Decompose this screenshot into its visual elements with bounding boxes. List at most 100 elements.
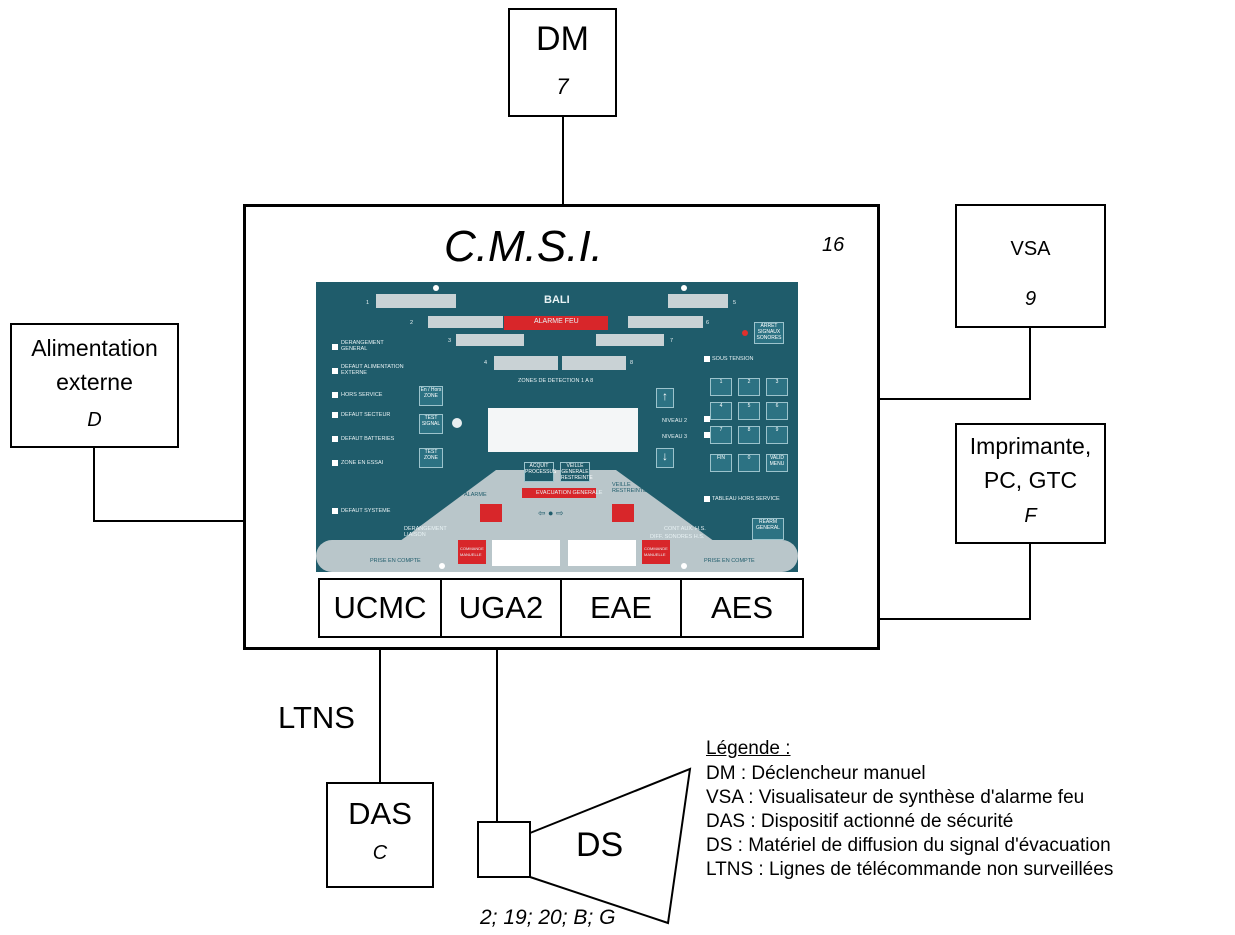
- label-slot-left: [492, 540, 560, 566]
- status-led: [332, 392, 338, 398]
- ds-speaker-icon: [477, 767, 692, 925]
- legend-item-ltns: LTNS : Lignes de télécommande non survei…: [706, 859, 1114, 880]
- imprimante-line1: Imprimante,: [969, 433, 1092, 459]
- status-defaut-alimentation: DEFAUT ALIMENTATION EXTERNE: [341, 364, 404, 376]
- key-fin: FIN: [710, 454, 732, 472]
- enhors-zone-key: En / Hors ZONE: [419, 386, 443, 406]
- imprimante-box: Imprimante, PC, GTC F: [955, 423, 1106, 544]
- key-2: 2: [738, 378, 760, 396]
- zones-detection-label: ZONES DE DETECTION 1 A 8: [518, 378, 594, 384]
- alimentation-ref: D: [87, 409, 102, 431]
- zone-bar-2: [428, 316, 503, 328]
- alarme-feu-indicator: ALARME FEU: [504, 316, 608, 330]
- key-3: 3: [766, 378, 788, 396]
- key-1: 1: [710, 378, 732, 396]
- rearm-key: REARM GENERAL: [752, 518, 784, 540]
- module-aes: AES: [680, 578, 804, 638]
- zone-bar-7: [596, 334, 664, 346]
- niveau2-label: NIVEAU 2: [662, 418, 688, 424]
- evacuation-indicator: EVACUATION GENERALE: [522, 488, 602, 498]
- status-led: [332, 508, 338, 514]
- status-led: [704, 416, 710, 422]
- legend-title: Légende :: [706, 738, 791, 759]
- arret-led: [742, 330, 748, 336]
- zone-num-3: 3: [448, 338, 452, 344]
- dm-ref: 7: [556, 74, 569, 99]
- module-eae: EAE: [560, 578, 682, 638]
- key-0: 0: [738, 454, 760, 472]
- sous-tension-label: SOUS TENSION: [712, 356, 754, 362]
- legend-item-ds: DS : Matériel de diffusion du signal d'é…: [706, 835, 1111, 856]
- arrow-down-key: ↓: [656, 448, 674, 468]
- cont-aux-label: CONT AUX. H.S.: [664, 526, 706, 532]
- evac-icon-left: [480, 504, 502, 522]
- label-slot-right: [568, 540, 636, 566]
- keypad: 1 2 3 4 5 6 7 8 9 FIN 0 VALID MENU: [710, 378, 792, 474]
- legend-item-vsa: VSA : Visualisateur de synthèse d'alarme…: [706, 787, 1085, 808]
- status-led: [704, 496, 710, 502]
- module-uga2: UGA2: [440, 578, 562, 638]
- arret-signaux-key: ARRET SIGNAUX SONORES: [754, 322, 784, 344]
- imprimante-ref: F: [1024, 505, 1037, 527]
- key-5: 5: [738, 402, 760, 420]
- commande-manuelle-right-label: COMMANDE MANUELLE: [644, 546, 668, 557]
- zone-bar-8: [562, 356, 626, 370]
- alarme-feu-label: ALARME FEU: [534, 318, 579, 325]
- status-defaut-systeme: DEFAUT SYSTEME: [341, 508, 391, 514]
- zone-num-5: 5: [733, 300, 737, 306]
- veille-restreinte-label: VEILLE RESTREINTE: [612, 482, 647, 494]
- ds-title: DS: [576, 826, 624, 864]
- zone-bar-5: [668, 294, 728, 308]
- status-zone-en-essai: ZONE EN ESSAI: [341, 460, 384, 466]
- derangement-liaison-label: DERANGEMENT LIAISON: [404, 526, 447, 538]
- prise-en-compte-left: PRISE EN COMPTE: [370, 558, 421, 564]
- niveau3-label: NIVEAU 3: [662, 434, 688, 440]
- test-zone-key: TEST ZONE: [419, 448, 443, 468]
- key-9: 9: [766, 426, 788, 444]
- tableau-hs-label: TABLEAU HORS SERVICE: [712, 496, 780, 502]
- das-ref: C: [372, 842, 388, 864]
- zone-num-1: 1: [366, 300, 370, 306]
- lamp-icon: [452, 418, 462, 428]
- cmsi-panel-image: BALI 1 2 3 4 5 6 7 8 ALARME FEU ZONES DE…: [316, 282, 798, 572]
- prise-en-compte-right: PRISE EN COMPTE: [704, 558, 755, 564]
- status-defaut-secteur: DEFAUT SECTEUR: [341, 412, 391, 418]
- status-led: [332, 436, 338, 442]
- arrow-up-key: ↑: [656, 388, 674, 408]
- status-led: [332, 368, 338, 374]
- ltns-label: LTNS: [278, 700, 355, 735]
- ds-refs: 2; 19; 20; B; G: [480, 906, 616, 929]
- status-led: [332, 344, 338, 350]
- alarme-label: ALARME: [464, 492, 487, 498]
- vsa-box: VSA 9: [955, 204, 1106, 328]
- lcd-display: [488, 408, 638, 452]
- legend-item-das: DAS : Dispositif actionné de sécurité: [706, 811, 1014, 832]
- status-led: [704, 356, 710, 362]
- cmsi-title: C.M.S.I.: [444, 222, 603, 271]
- legend-item-dm: DM : Déclencheur manuel: [706, 763, 926, 784]
- status-defaut-batteries: DEFAUT BATTERIES: [341, 436, 395, 442]
- status-led: [332, 460, 338, 466]
- key-7: 7: [710, 426, 732, 444]
- evacuation-label: EVACUATION GENERALE: [536, 490, 603, 496]
- zone-num-7: 7: [670, 338, 674, 344]
- zone-num-8: 8: [630, 360, 634, 366]
- key-8: 8: [738, 426, 760, 444]
- zone-num-6: 6: [706, 320, 710, 326]
- zone-num-2: 2: [410, 320, 414, 326]
- key-6: 6: [766, 402, 788, 420]
- zone-bar-3: [456, 334, 524, 346]
- zone-bar-6: [628, 316, 703, 328]
- key-4: 4: [710, 402, 732, 420]
- key-valid-menu: VALID MENU: [766, 454, 788, 472]
- das-box: DAS C: [326, 782, 434, 888]
- diff-sonores-label: DIFF. SONORES H.S.: [650, 534, 705, 540]
- status-hors-service: HORS SERVICE: [341, 392, 383, 398]
- dm-box: DM 7: [508, 8, 617, 117]
- vsa-ref: 9: [1024, 288, 1037, 310]
- arrows-icon: ⇦ ● ⇨: [538, 508, 564, 518]
- alimentation-box: Alimentation externe D: [10, 323, 179, 448]
- veille-generale-key: VEILLE GENERALE RESTREINTE: [560, 462, 593, 482]
- cmsi-ref: 16: [822, 234, 845, 256]
